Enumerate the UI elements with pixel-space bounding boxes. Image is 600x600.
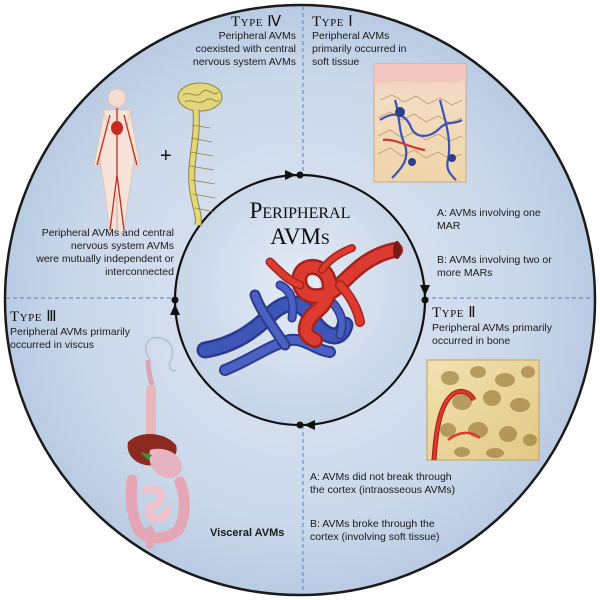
visceral-organs-illustration	[125, 336, 190, 549]
type1-desc-line3: soft tissue	[312, 56, 360, 68]
avm-vessels-illustration	[196, 241, 403, 376]
type2-item-a: A: AVMs did not break through the cortex…	[310, 471, 510, 497]
type4-rel-line2: nervous system AVMs	[70, 240, 174, 252]
type4-relation: Peripheral AVMs and central nervous syst…	[20, 227, 174, 279]
type4-rel-line4: interconnected	[105, 266, 174, 278]
type1-title: Type Ⅰ	[312, 14, 354, 30]
type2-desc-line1: Peripheral AVMs primarily	[432, 322, 553, 334]
type2-description: Peripheral AVMs primarily occurred in bo…	[432, 322, 582, 348]
type1-item-b-line1: B: AVMs involving two or	[437, 254, 552, 266]
type3-title: Type Ⅲ	[10, 309, 58, 325]
type2-item-a-line2: the cortex (intraosseous AVMs)	[310, 484, 456, 496]
center-title-line1: Peripheral	[249, 198, 351, 223]
type1-item-b: B: AVMs involving two or more MARs	[437, 254, 587, 280]
type1-desc-line2: primarily occurred in	[312, 43, 407, 55]
type3-caption: Visceral AVMs	[210, 527, 285, 539]
type2-item-a-line1: A: AVMs did not break through	[310, 471, 452, 483]
type4-title: Type Ⅳ	[231, 14, 282, 30]
type4-desc-line1: Peripheral AVMs	[218, 30, 296, 42]
arrow-down-icon	[420, 285, 430, 296]
type4-rel-line3: were mutually independent or	[36, 253, 174, 265]
type4-desc-line3: nervous system AVMs	[192, 56, 296, 68]
type2-item-b-line1: B: AVMs broke through the	[310, 518, 435, 530]
type2-item-b: B: AVMs broke through the cortex (involv…	[310, 518, 510, 544]
arrow-up-icon	[170, 304, 180, 315]
center-title: Peripheral AVMs	[206, 198, 394, 250]
type3-desc-line2: occurred in viscus	[10, 339, 95, 351]
type1-item-b-line2: more MARs	[437, 267, 493, 279]
type1-description: Peripheral AVMs primarily occurred in so…	[312, 30, 442, 69]
skin-tissue-illustration	[373, 63, 467, 183]
type1-item-a: A: AVMs involving one MAR	[437, 207, 587, 233]
bone-tissue-illustration	[426, 359, 540, 461]
type4-rel-line1: Peripheral AVMs and central	[41, 227, 174, 239]
type3-desc-line1: Peripheral AVMs primarily	[10, 326, 131, 338]
center-title-line2: AVMs	[270, 224, 330, 249]
plus-sign: +	[160, 145, 172, 167]
arrow-right-icon	[285, 170, 296, 180]
type4-desc-line2: coexisted with central	[195, 43, 296, 55]
type2-desc-line2: occurred in bone	[432, 335, 511, 347]
type3-description: Peripheral AVMs primarily occurred in vi…	[10, 326, 150, 352]
cycle-markers	[170, 170, 430, 430]
arrow-left-icon	[304, 420, 315, 430]
type4-description: Peripheral AVMs coexisted with central n…	[160, 30, 296, 69]
type1-item-a-line1: A: AVMs involving one	[437, 207, 541, 219]
type2-title: Type Ⅱ	[432, 305, 477, 321]
body-and-cns-illustration: +	[93, 82, 223, 233]
type1-desc-line1: Peripheral AVMs	[312, 30, 390, 42]
type2-item-b-line2: cortex (involving soft tissue)	[310, 531, 440, 543]
type1-item-a-line2: MAR	[437, 220, 461, 232]
